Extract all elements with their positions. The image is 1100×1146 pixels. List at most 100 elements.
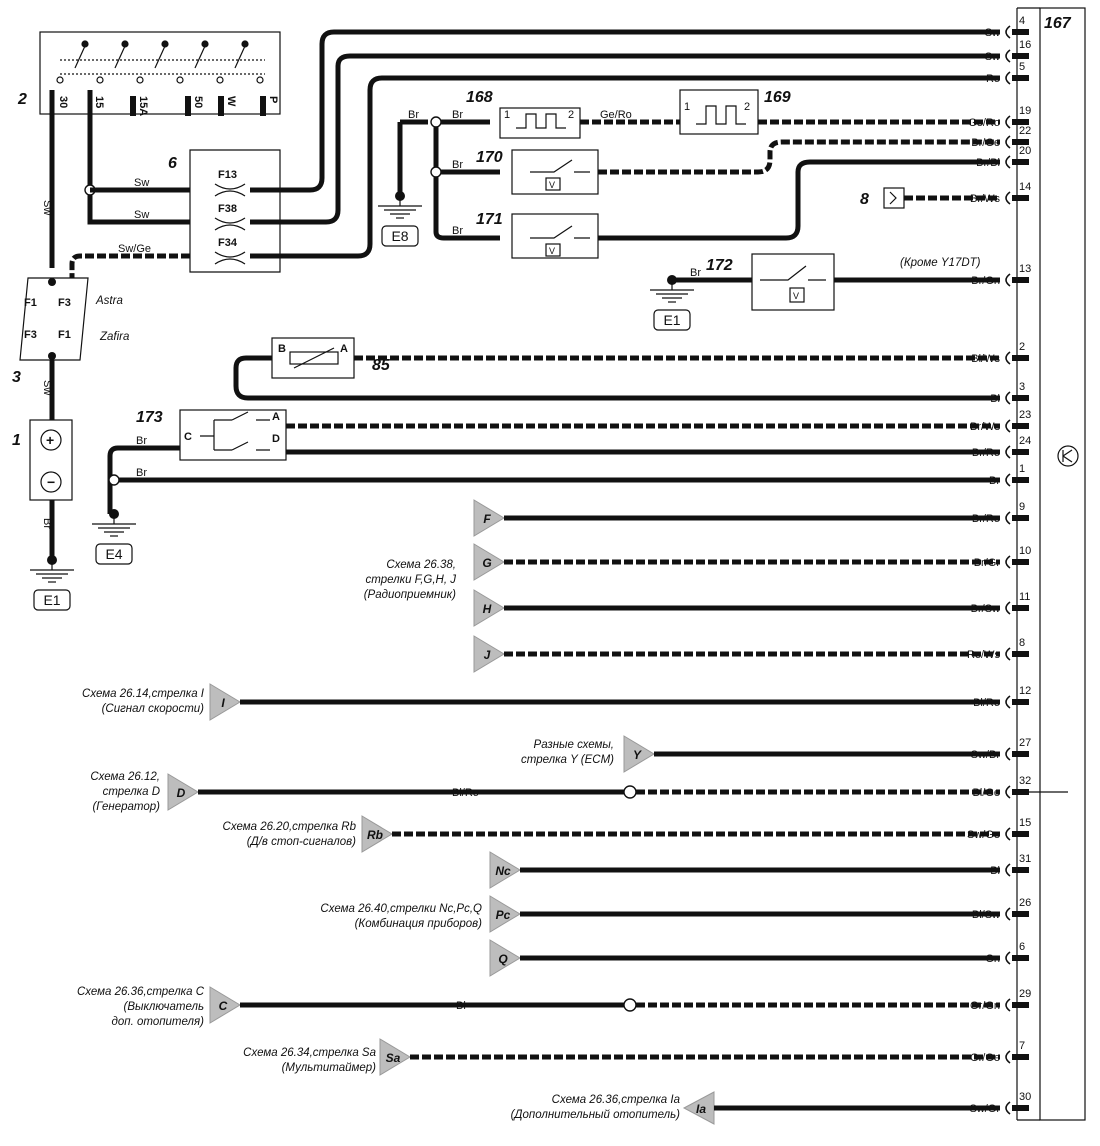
reference-arrow-row: Pc: [489, 895, 1000, 933]
switch-173: C A D 173: [136, 409, 287, 461]
svg-text:Br: Br: [136, 467, 147, 479]
arrow-label: Rb: [367, 828, 383, 842]
svg-text:(Кроме Y17DT): (Кроме Y17DT): [900, 257, 981, 269]
svg-text:(Выключатель: (Выключатель: [124, 1001, 204, 1013]
svg-text:F13: F13: [218, 169, 237, 181]
svg-text:26: 26: [1019, 897, 1031, 909]
svg-text:C: C: [184, 431, 192, 443]
svg-text:(Радиоприемник): (Радиоприемник): [364, 589, 456, 601]
svg-text:−: −: [47, 474, 55, 490]
svg-text:Схема 26.40,стрелки Nc,Pc,Q: Схема 26.40,стрелки Nc,Pc,Q: [320, 903, 482, 915]
connector-pin: 4Sw: [985, 15, 1029, 39]
svg-text:1: 1: [1019, 463, 1025, 475]
relay-169: 169 1 2: [679, 89, 791, 135]
svg-text:27: 27: [1019, 737, 1031, 749]
connector-pin: 6Gn: [985, 941, 1029, 965]
svg-text:Ge/Ro: Ge/Ro: [968, 117, 1000, 129]
arrow-label: F: [483, 512, 491, 526]
svg-text:F34: F34: [218, 237, 238, 249]
connector-body: [1039, 7, 1086, 1121]
reference-arrow-row: J: [473, 635, 1000, 673]
svg-text:16: 16: [1019, 39, 1031, 51]
svg-text:6: 6: [1019, 941, 1025, 953]
connector-167: 167: [1016, 7, 1086, 1121]
svg-text:8: 8: [1019, 637, 1025, 649]
svg-text:12: 12: [1019, 685, 1031, 697]
svg-text:E8: E8: [391, 228, 408, 244]
svg-text:стрелка Y (ECM): стрелка Y (ECM): [521, 754, 614, 766]
svg-text:Схема 26.14,стрелка I: Схема 26.14,стрелка I: [82, 688, 205, 700]
svg-text:P: P: [267, 96, 279, 103]
svg-text:V: V: [549, 180, 555, 190]
svg-text:14: 14: [1019, 181, 1031, 193]
reference-arrow-row: G: [473, 543, 1000, 581]
svg-text:32: 32: [1019, 775, 1031, 787]
arrow-label: Nc: [495, 864, 511, 878]
fuse-holder-3: F1 F3 F3 F1 Astra Zafira 3: [12, 277, 129, 386]
svg-text:F3: F3: [58, 297, 71, 309]
svg-text:13: 13: [1019, 263, 1031, 275]
ground-e8: E8: [378, 191, 422, 247]
svg-text:Br: Br: [452, 109, 463, 121]
svg-text:15: 15: [93, 96, 105, 108]
svg-text:F1: F1: [58, 329, 71, 341]
svg-text:2: 2: [568, 109, 574, 121]
arrow-label: J: [484, 648, 491, 662]
svg-text:Схема 26.34,стрелка Sa: Схема 26.34,стрелка Sa: [243, 1047, 376, 1059]
relay-168: 168 1 2: [466, 89, 581, 139]
note-26-36-ia: Схема 26.36,стрелка Ia (Дополнительный о…: [511, 1094, 681, 1121]
svg-text:Схема 26.36,стрелка С: Схема 26.36,стрелка С: [77, 986, 205, 998]
svg-text:30: 30: [57, 96, 69, 108]
svg-text:23: 23: [1019, 409, 1031, 421]
svg-text:Sw: Sw: [41, 380, 53, 395]
note-26-40: Схема 26.40,стрелки Nc,Pc,Q (Комбинация …: [320, 903, 482, 930]
svg-text:30: 30: [1019, 1091, 1031, 1103]
svg-text:Br: Br: [452, 225, 463, 237]
svg-text:E1: E1: [663, 312, 680, 328]
note-26-12: Схема 26.12, стрелка D (Генератор): [90, 771, 160, 813]
svg-text:10: 10: [1019, 545, 1031, 557]
svg-text:Bl/Ro: Bl/Ro: [452, 787, 479, 799]
svg-text:(Сигнал скорости): (Сигнал скорости): [102, 703, 205, 715]
svg-text:Схема 26.20,стрелка Rb: Схема 26.20,стрелка Rb: [223, 821, 357, 833]
arrow-label: Sa: [386, 1051, 401, 1065]
svg-text:Разные схемы,: Разные схемы,: [534, 739, 614, 751]
svg-text:(Комбинация приборов): (Комбинация приборов): [355, 918, 483, 930]
svg-text:4: 4: [1019, 15, 1025, 27]
svg-text:19: 19: [1019, 105, 1031, 117]
svg-text:11: 11: [1019, 591, 1030, 603]
svg-text:W: W: [225, 96, 237, 107]
connector-pin: 3Bl: [990, 381, 1029, 405]
svg-text:Astra: Astra: [95, 295, 123, 307]
ground-symbol-icon: [1057, 445, 1079, 467]
ground-e1b: E1: [30, 555, 74, 611]
arrow-label: D: [177, 786, 186, 800]
svg-text:169: 169: [764, 89, 791, 106]
svg-text:Схема 26.36,стрелка Ia: Схема 26.36,стрелка Ia: [552, 1094, 680, 1106]
note-y: Разные схемы, стрелка Y (ECM): [521, 739, 614, 766]
svg-text:Схема 26.12,: Схема 26.12,: [90, 771, 160, 783]
svg-text:7: 7: [1019, 1040, 1025, 1052]
svg-text:F3: F3: [24, 329, 37, 341]
fuse-box-6: 6 F13 F38 F34: [168, 149, 281, 273]
arrow-label: Q: [498, 952, 508, 966]
note-26-20: Схема 26.20,стрелка Rb (Д/в стоп-сигнало…: [223, 821, 357, 848]
svg-text:3: 3: [1019, 381, 1025, 393]
svg-text:8: 8: [860, 191, 869, 208]
reference-arrow-row: Nc: [489, 851, 1000, 889]
svg-text:Sw: Sw: [134, 209, 149, 221]
note-26-14: Схема 26.14,стрелка I (Сигнал скорости): [82, 688, 205, 715]
svg-text:172: 172: [706, 257, 733, 274]
item-8: 8: [860, 187, 905, 209]
svg-text:стрелки F,G,H, J: стрелки F,G,H, J: [366, 574, 457, 586]
svg-text:Sw: Sw: [41, 200, 53, 215]
